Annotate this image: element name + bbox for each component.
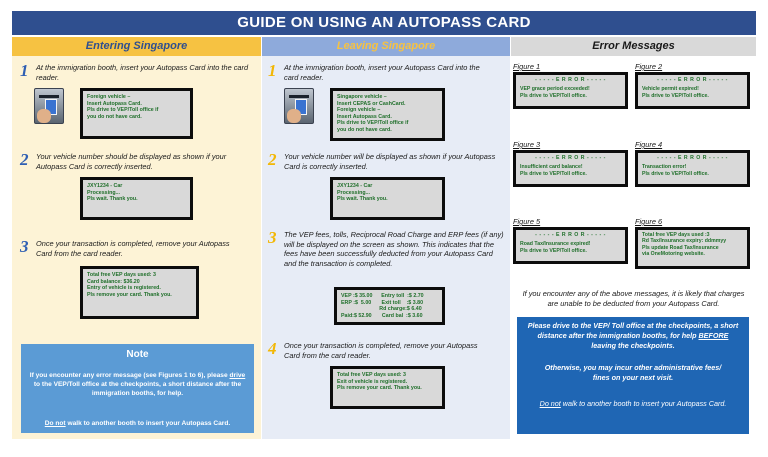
- error-screen: - - - - - E R R O R - - - - - VEP grace …: [513, 72, 628, 109]
- step-number: 1: [20, 61, 29, 80]
- card-reader-screen: Foreign vehicle – Insert Autopass Card. …: [80, 88, 193, 139]
- error-screen: - - - - - E R R O R - - - - - Vehicle pe…: [635, 72, 750, 109]
- entering-singapore-column: Entering Singapore 1 At the immigration …: [12, 37, 261, 439]
- card-reader-screen: Total free VEP days used: 3 Exit of vehi…: [330, 366, 445, 409]
- step-text: Once your transaction is completed, remo…: [36, 239, 230, 258]
- card-reader-screen: JXY1234 - Car Processing... Pls wait. Th…: [330, 177, 445, 220]
- leaving-singapore-column: Leaving Singapore 1 At the immigration b…: [262, 37, 510, 439]
- page-title: GUIDE ON USING AN AUTOPASS CARD: [12, 11, 756, 35]
- figure-label: Figure 5: [513, 217, 541, 226]
- card-reader-icon: [34, 88, 64, 124]
- step-text: Your vehicle number should be displayed …: [36, 152, 227, 171]
- help-footer: Do not walk to another booth to insert y…: [539, 399, 727, 408]
- figure-label: Figure 2: [635, 62, 663, 71]
- error-screen: - - - - - E R R O R - - - - - Insufficie…: [513, 150, 628, 187]
- step-text: Once your transaction is completed, remo…: [284, 341, 478, 360]
- warning-text: If you encounter any of the above messag…: [522, 289, 745, 308]
- card-reader-screen: VEP :$ 35.00 Entry toll :$ 2.70 ERP :$ 5…: [334, 287, 445, 325]
- error-screen: - - - - - E R R O R - - - - - Transactio…: [635, 150, 750, 187]
- error-messages-column: Error Messages Figure 1 - - - - - E R R …: [511, 37, 756, 439]
- fees-warning: Otherwise, you may incur other administr…: [544, 363, 722, 382]
- errors-heading: Error Messages: [511, 37, 756, 56]
- note-footer: Do not walk to another booth to insert y…: [44, 420, 231, 427]
- figure-label: Figure 6: [635, 217, 663, 226]
- step-number: 1: [268, 61, 277, 80]
- help-text: Please drive to the VEP/ Toll office at …: [527, 321, 739, 350]
- step-text: The VEP fees, tolls, Reciprocal Road Cha…: [284, 230, 504, 268]
- card-reader-screen: Singapore vehicle – Insert CEPAS or Cash…: [330, 88, 445, 141]
- figure-label: Figure 1: [513, 62, 541, 71]
- note-title: Note: [126, 349, 149, 360]
- step-number: 2: [20, 150, 29, 169]
- figure-label: Figure 3: [513, 140, 541, 149]
- card-reader-screen: JXY1234 - Car Processing... Pls wait. Th…: [80, 177, 193, 220]
- entering-heading: Entering Singapore: [12, 37, 261, 56]
- step-text: At the immigration booth, insert your Au…: [36, 63, 249, 82]
- step-text: At the immigration booth, insert your Au…: [284, 63, 480, 82]
- error-screen: - - - - - E R R O R - - - - - Road Tax/I…: [513, 227, 628, 264]
- leaving-heading: Leaving Singapore: [262, 37, 510, 56]
- step-number: 3: [268, 228, 277, 247]
- error-screen: Total free VEP days used :3 Rd Tax/Insur…: [635, 227, 750, 269]
- card-reader-screen: Total free VEP days used: 3 Card balance…: [80, 266, 199, 319]
- note-body: If you encounter any error message (see …: [29, 372, 246, 397]
- card-reader-icon: [284, 88, 314, 124]
- note-box: Note If you encounter any error message …: [21, 344, 254, 433]
- step-number: 3: [20, 237, 29, 256]
- step-number: 4: [268, 339, 277, 358]
- help-box: Please drive to the VEP/ Toll office at …: [517, 317, 749, 434]
- step-text: Your vehicle number will be displayed as…: [284, 152, 496, 171]
- figure-label: Figure 4: [635, 140, 663, 149]
- step-number: 2: [268, 150, 277, 169]
